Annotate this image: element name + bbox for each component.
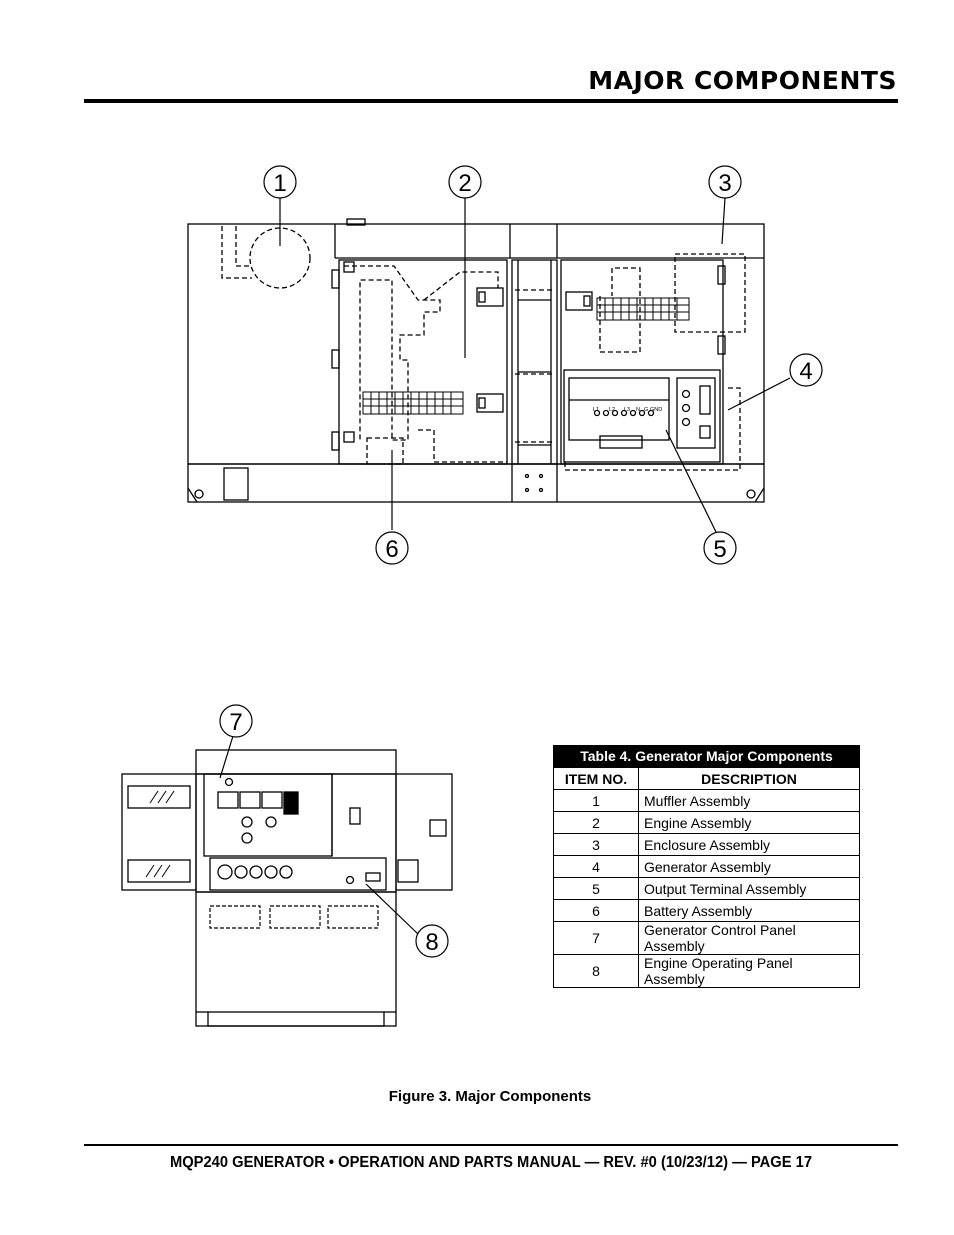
callout-label: 1	[273, 170, 286, 197]
item-description: Battery Assembly	[638, 899, 860, 922]
control-panel-end-view-diagram: 7 8	[121, 704, 453, 1027]
callout-label: 2	[458, 170, 471, 197]
item-number: 7	[553, 921, 639, 955]
terminal-label: GND	[650, 407, 662, 413]
figure-caption: Figure 3. Major Components	[388, 1088, 592, 1105]
callout-circle	[263, 165, 297, 199]
callout-label: 3	[718, 170, 731, 197]
terminal-label: L3	[624, 407, 630, 413]
terminal-label: N	[636, 407, 640, 413]
item-description: Output Terminal Assembly	[638, 877, 860, 900]
page-footer: MQP240 GENERATOR • OPERATION AND PARTS M…	[169, 1154, 813, 1171]
item-number: 6	[553, 899, 639, 922]
callout-label: 8	[425, 929, 438, 956]
callout-circle	[415, 924, 449, 958]
callout-circle	[219, 704, 253, 738]
major-components-table: Table 4. Generator Major Components ITEM…	[553, 745, 860, 988]
footer-rule	[84, 1144, 898, 1146]
item-description: Engine Operating Panel Assembly	[638, 954, 860, 988]
item-number: 5	[553, 877, 639, 900]
table-title: Table 4. Generator Major Components	[553, 745, 860, 767]
callout-label: 4	[799, 358, 812, 385]
terminal-label: L1	[593, 407, 599, 413]
column-header-item-no: ITEM NO.	[553, 767, 639, 790]
callout-circle	[703, 531, 737, 565]
item-description: Engine Assembly	[638, 811, 860, 834]
terminal-label: L2	[609, 407, 615, 413]
item-number: 2	[553, 811, 639, 834]
item-number: 3	[553, 833, 639, 856]
callout-circle	[789, 353, 823, 387]
item-description: Muffler Assembly	[638, 789, 860, 812]
callout-circle	[448, 165, 482, 199]
item-number: 1	[553, 789, 639, 812]
table-header-row: ITEM NO. DESCRIPTION	[553, 767, 860, 790]
item-description: Generator Assembly	[638, 855, 860, 878]
callout-label: 6	[385, 536, 398, 563]
callout-circle	[375, 531, 409, 565]
generator-side-view-diagram: L1 L2 L3 N G GND 1 2 3 4 5 6	[187, 165, 823, 565]
callout-label: 7	[229, 709, 242, 736]
page-title: MAJOR COMPONENTS	[588, 66, 897, 95]
item-number: 8	[553, 954, 639, 988]
item-description: Generator Control Panel Assembly	[638, 921, 860, 955]
column-header-description: DESCRIPTION	[638, 767, 860, 790]
header-rule	[84, 99, 898, 103]
terminal-label: G	[644, 407, 648, 413]
item-description: Enclosure Assembly	[638, 833, 860, 856]
item-number: 4	[553, 855, 639, 878]
callout-label: 5	[713, 536, 726, 563]
callout-circle	[708, 165, 742, 199]
